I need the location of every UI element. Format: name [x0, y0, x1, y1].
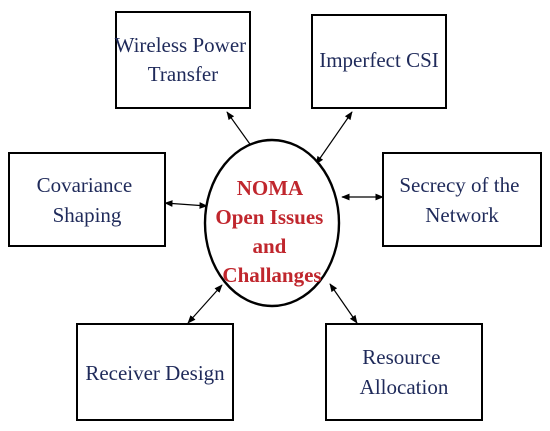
- connector-receiver: [187, 284, 223, 324]
- topic-box-covariance: Covariance Shaping: [8, 152, 166, 247]
- svg-text:NOMA Open Issues: NOMA Open Issues and Challanges: [215, 176, 328, 287]
- topic-box-imperfect-csi: Imperfect CSI: [311, 14, 447, 109]
- secrecy-line-1: Secrecy of the: [399, 173, 519, 197]
- center-line-2: Open Issues: [215, 205, 323, 229]
- receiver-line-1: Receiver Design: [85, 361, 225, 385]
- svg-text:Imperfect CSI: Imperfect CSI: [319, 48, 439, 72]
- topic-box-resource: Resource Allocation: [325, 323, 483, 421]
- connector-covariance: [164, 200, 208, 209]
- wireless-power-line-1: Wireless Power: [115, 33, 247, 57]
- covariance-line-2: Shaping: [53, 203, 122, 227]
- svg-text:Receiver Design: Receiver Design: [85, 361, 225, 385]
- svg-text:Secrecy of the Network: Secrecy of the Network: [399, 173, 524, 227]
- resource-line-1: Resource: [362, 345, 440, 369]
- center-line-3: and: [252, 234, 286, 258]
- imperfect-csi-line-1: Imperfect CSI: [319, 48, 439, 72]
- covariance-line-1: Covariance: [37, 173, 133, 197]
- topic-box-wireless-power: Wireless Power Transfer: [115, 11, 252, 109]
- svg-text:Covariance Shaping: Covariance Shaping: [37, 173, 138, 227]
- svg-text:Resource Allocation: Resource Allocation: [360, 345, 449, 399]
- topic-box-receiver: Receiver Design: [76, 323, 234, 421]
- center-line-1: NOMA: [237, 176, 304, 200]
- resource-line-2: Allocation: [360, 375, 449, 399]
- connector-resource: [329, 283, 358, 324]
- secrecy-line-2: Network: [425, 203, 499, 227]
- topic-box-secrecy: Secrecy of the Network: [382, 152, 542, 247]
- wireless-power-line-2: Transfer: [148, 62, 218, 86]
- center-node: NOMA Open Issues and Challanges: [203, 138, 341, 308]
- connector-imperfect-csi: [315, 111, 353, 165]
- svg-text:Wireless Power Transfe: Wireless Power Transfer: [115, 33, 252, 86]
- center-line-4: Challanges: [222, 263, 321, 287]
